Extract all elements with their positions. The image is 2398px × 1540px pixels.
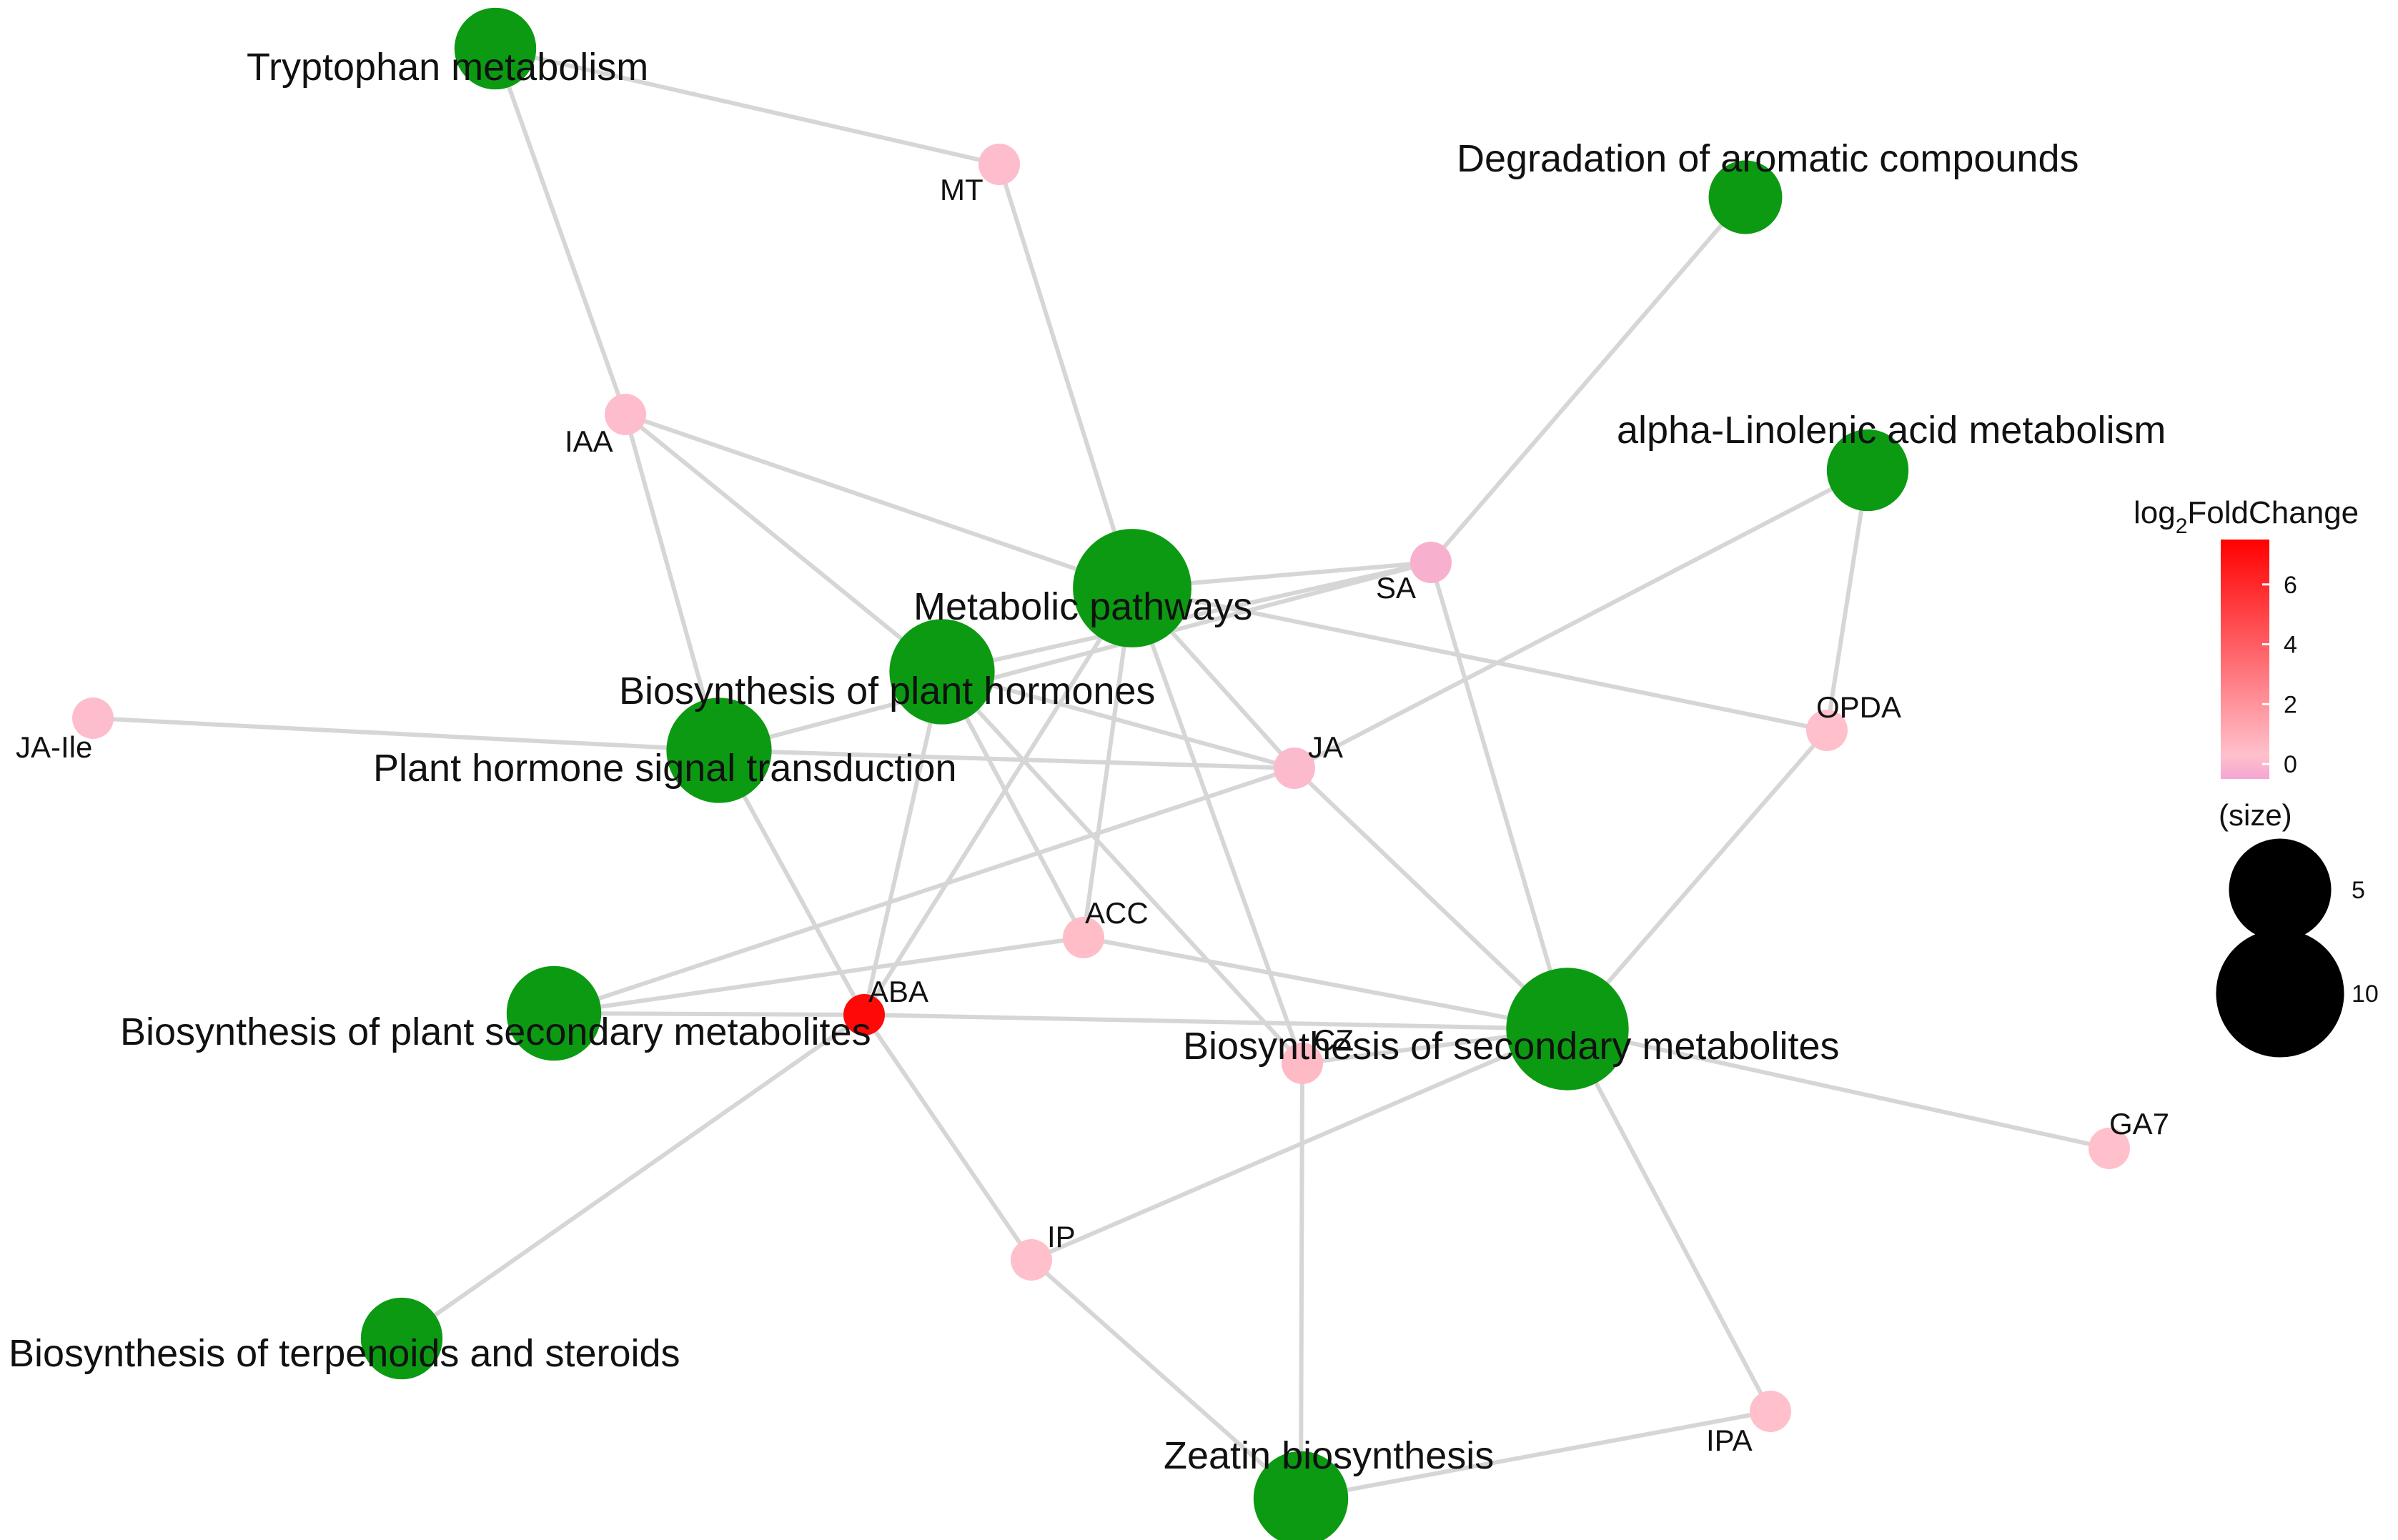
node-plant-secondary[interactable] [506,965,602,1061]
node-tryptophan[interactable] [454,7,537,90]
label-tryptophan: Tryptophan metabolism [247,46,648,89]
label-sa: SA [1376,571,1416,605]
node-ip[interactable] [1011,1239,1052,1281]
edge-secondary-JA [1292,766,1570,1031]
node-ja-ile[interactable] [72,697,114,739]
node-aba[interactable] [843,994,885,1035]
edge-plant_secondary-ABA [553,1011,865,1017]
edge-plant_hormones-ABA [862,671,944,1015]
nodes-layer [72,7,2130,1540]
edge-plant_secondary-ACC [553,935,1084,1015]
edge-secondary-ACC [1083,935,1568,1031]
color-legend-title: log2FoldChange [2134,495,2359,538]
node-metabolic[interactable] [1073,529,1191,647]
size-legend-circle-5 [2229,838,2332,941]
node-zeatin[interactable] [1253,1451,1349,1540]
edge-secondary-SA [1429,562,1570,1030]
size-legend-circle-10 [2216,929,2344,1058]
edge-terpenoids-ABA [400,1013,866,1341]
color-bar-ticks: 6 4 2 0 [2262,572,2297,778]
edge-secondary-ABA [863,1013,1568,1031]
node-terpenoids[interactable] [360,1297,443,1380]
edge-zeatin-IP [1030,1258,1302,1501]
edge-linolenic-OPDA [1825,470,1870,731]
label-ipa: IPA [1706,1424,1753,1457]
edge-zeatin-CZ [1299,1063,1304,1499]
size-legend-label-5: 5 [2352,877,2365,904]
label-linolenic: alpha-Linolenic acid metabolism [1617,409,2166,452]
edge-plant_hormones-SA [941,560,1432,674]
label-ga7: GA7 [2109,1107,2169,1141]
edge-signal-SA [718,560,1432,752]
node-ja[interactable] [1274,747,1315,789]
edge-degradation-SA [1429,196,1748,564]
size-legend-entries: 5 10 [2216,838,2379,1058]
edge-plant_hormones-JA [941,670,1295,770]
label-signal: Plant hormone signal transduction [373,747,957,790]
edge-secondary-IPA [1565,1028,1773,1413]
color-tick-label-0: 0 [2284,751,2297,778]
label-plant-secondary: Biosynthesis of plant secondary metaboli… [120,1010,871,1053]
node-ipa[interactable] [1750,1391,1791,1432]
label-ip: IP [1047,1220,1076,1253]
node-mt[interactable] [978,144,1020,185]
node-opda[interactable] [1806,710,1848,751]
label-plant-hormones: Biosynthesis of plant hormones [619,670,1155,712]
label-zeatin: Zeatin biosynthesis [1164,1434,1494,1477]
label-ja-ile: JA-Ile [16,730,92,764]
label-acc: ACC [1085,896,1149,930]
edge-plant_secondary-JA [553,766,1295,1015]
edge-tryptophan-MT [495,46,1000,167]
edge-metabolic-ABA [862,587,1134,1016]
size-legend-label-10: 10 [2352,980,2379,1008]
node-acc[interactable] [1063,917,1104,958]
node-ga7[interactable] [2089,1128,2130,1169]
label-opda: OPDA [1816,690,1901,724]
node-signal[interactable] [666,697,772,803]
edge-linolenic-JA [1293,468,1869,770]
node-secondary[interactable] [1506,968,1629,1091]
edge-signal-JA_Ile [92,716,720,752]
node-cz[interactable] [1282,1043,1323,1084]
node-plant-hormones[interactable] [889,619,995,725]
label-iaa: IAA [565,424,613,458]
edge-zeatin-IPA [1300,1409,1771,1501]
label-terpenoids: Biosynthesis of terpenoids and steroids [9,1332,680,1375]
node-linolenic[interactable] [1826,429,1909,512]
edge-plant_hormones-CZ [940,670,1304,1065]
color-tick-label-4: 4 [2284,632,2297,659]
edge-tryptophan-IAA [493,47,628,416]
label-cz: CZ [1314,1023,1354,1057]
color-bar [2221,540,2269,779]
node-iaa[interactable] [605,394,646,435]
size-legend-title: (size) [2219,798,2292,832]
legend: log2FoldChange 6 4 2 0 (size) 5 10 [2134,495,2379,1058]
edge-metabolic-CZ [1130,587,1304,1065]
edge-signal-JA [718,748,1295,770]
edge-plant_hormones-IAA [624,412,943,674]
label-aba: ABA [868,975,928,1008]
node-degradation[interactable] [1708,160,1783,234]
label-mt: MT [940,173,984,207]
edge-metabolic-MT [997,164,1134,589]
node-sa[interactable] [1410,542,1452,583]
color-tick-label-2: 2 [2284,691,2297,718]
label-degradation: Degradation of aromatic compounds [1457,137,2079,180]
edge-secondary-IP [1030,1027,1569,1262]
color-tick-label-6: 6 [2284,572,2297,599]
label-metabolic: Metabolic pathways [913,585,1252,628]
label-ja: JA [1308,730,1343,764]
edge-secondary-GA7 [1567,1027,2110,1151]
edge-ABA-IP [862,1013,1034,1261]
edge-secondary-OPDA [1565,729,1829,1030]
label-secondary: Biosynthesis of secondary metabolites [1183,1025,1839,1068]
edge-metabolic-IAA [625,412,1133,590]
edge-signal-IAA [623,414,721,751]
